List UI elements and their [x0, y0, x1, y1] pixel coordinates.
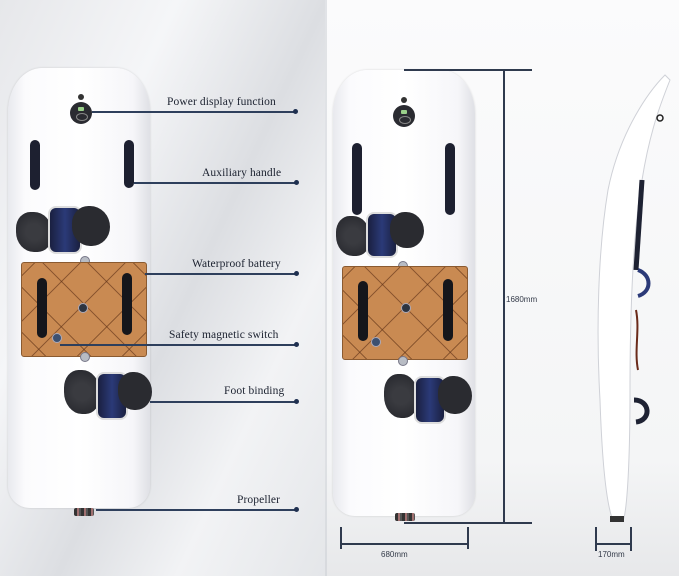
propeller-icon	[395, 513, 415, 521]
auxiliary-handle-right	[445, 143, 455, 215]
callout-label: Propeller	[237, 494, 281, 506]
rear-foot-binding	[384, 372, 474, 424]
auxiliary-handle-left	[30, 140, 40, 190]
rear-foot-binding	[64, 368, 154, 420]
bolt-icon	[80, 352, 90, 362]
callout-label: Foot binding	[224, 385, 285, 397]
safety-magnetic-switch-icon	[52, 333, 62, 343]
callout-label: Waterproof battery	[192, 258, 281, 270]
callout-label: Safety magnetic switch	[169, 329, 279, 341]
length-label: 1680mm	[506, 295, 538, 304]
front-foot-binding	[334, 210, 426, 260]
width-label: 680mm	[381, 550, 408, 559]
auxiliary-handle-left	[352, 143, 362, 215]
waterproof-battery-cover	[21, 262, 147, 357]
callout-label: Power display function	[167, 96, 276, 108]
battery-knob-icon	[78, 303, 88, 313]
waterproof-battery-cover	[342, 266, 468, 360]
battery-handle-left	[37, 278, 47, 338]
bolt-icon	[398, 356, 408, 366]
antenna-icon	[78, 94, 84, 100]
callout-label: Auxiliary handle	[202, 167, 282, 179]
power-display-icon	[70, 102, 92, 124]
front-foot-binding	[14, 204, 110, 256]
auxiliary-handle-right	[124, 140, 134, 188]
antenna-icon	[401, 97, 407, 103]
panel-divider	[325, 0, 327, 576]
thickness-label: 170mm	[598, 550, 625, 559]
power-display-icon	[393, 105, 415, 127]
propeller-icon	[74, 508, 94, 516]
battery-handle-right	[122, 273, 132, 335]
